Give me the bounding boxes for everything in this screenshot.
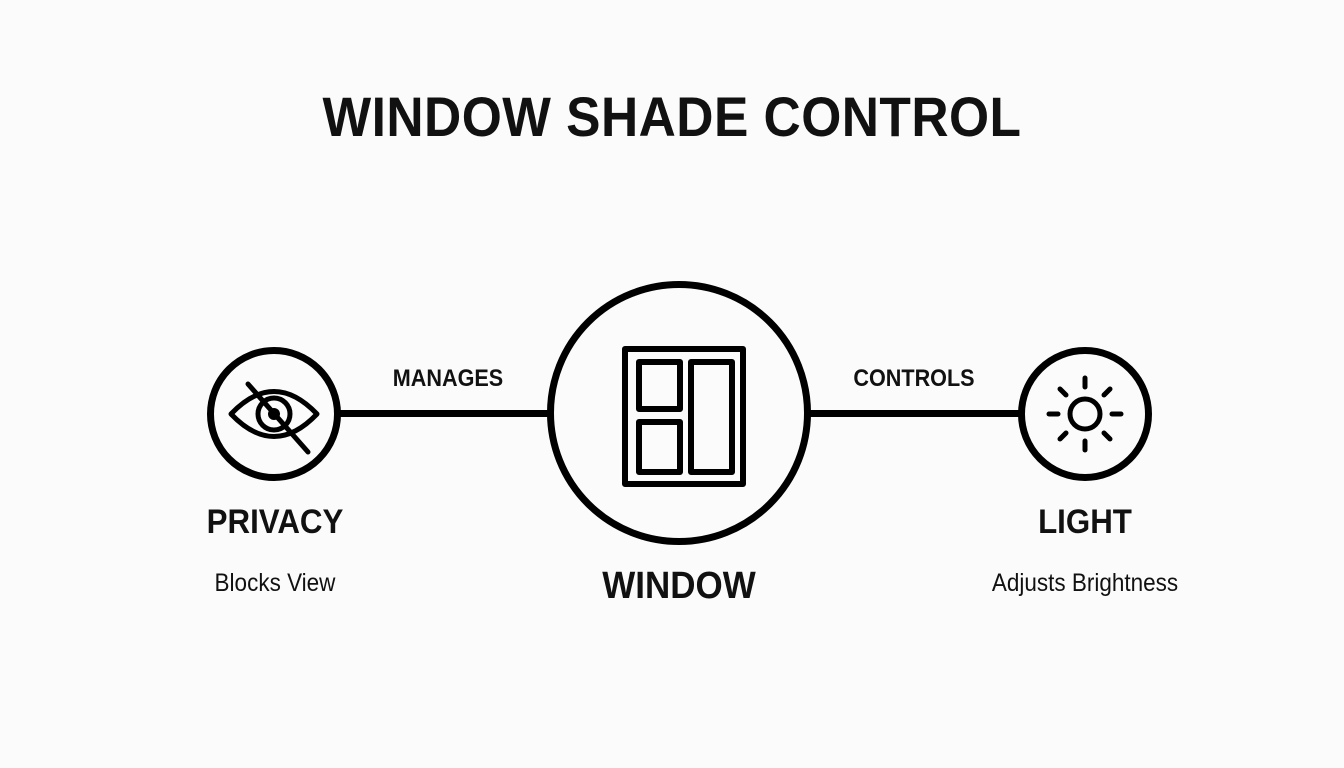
window-pane-icon	[622, 346, 746, 487]
node-window-label: WINDOW	[602, 565, 756, 607]
eye-slash-icon	[228, 381, 320, 455]
node-privacy	[207, 347, 341, 481]
connector-privacy-window	[338, 410, 552, 417]
node-privacy-description: Blocks View	[214, 569, 336, 597]
node-window	[547, 281, 811, 545]
node-light-description: Adjusts Brightness	[991, 569, 1179, 597]
node-light-label: LIGHT	[1038, 503, 1132, 541]
sun-icon	[1046, 375, 1124, 453]
diagram-title: WINDOW SHADE CONTROL	[322, 85, 1022, 148]
edge-label-controls: CONTROLS	[853, 365, 975, 392]
edge-label-manages: MANAGES	[392, 365, 504, 392]
node-privacy-label: PRIVACY	[206, 503, 344, 541]
node-light	[1018, 347, 1152, 481]
connector-window-light	[806, 410, 1022, 417]
